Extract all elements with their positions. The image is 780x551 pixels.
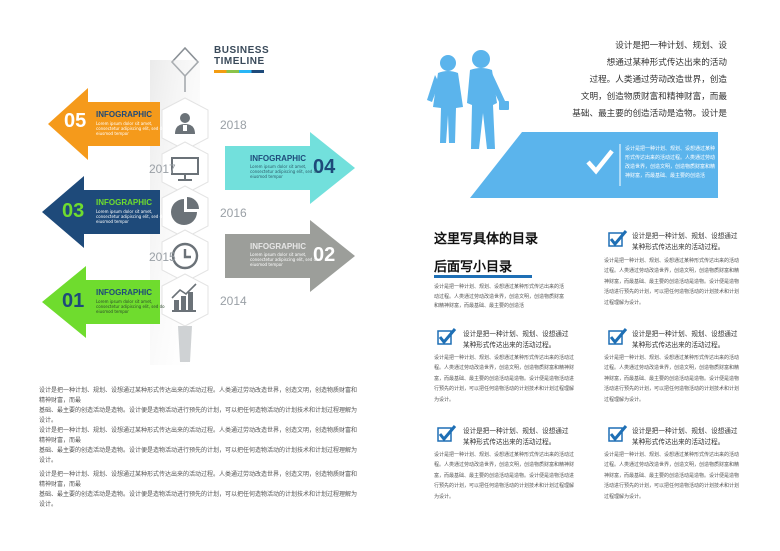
timeline-title-line2: TIMELINE xyxy=(214,56,265,67)
toc-subtitle: 后面写小目录 xyxy=(434,260,513,275)
timeline-title: BUSINESS TIMELINE xyxy=(214,45,269,67)
check-item-1-title: 设计是把一种计划、规划、设想通过某种形式传达出来的活动过程。 xyxy=(632,232,738,251)
arrow-01-heading: INFOGRAPHIC xyxy=(96,288,152,297)
arrow-01 xyxy=(42,266,160,338)
check-item-5-body: 设计是把一种计划、规划、设想通过某种形式传达出来的活动过程。人类通过劳动改造世界… xyxy=(604,452,740,500)
arrow-03-body: Lorem ipsum dolor sit amet, consectetur … xyxy=(96,209,165,224)
arrow-03-number: 03 xyxy=(62,200,85,222)
year-2017: 2017 xyxy=(149,162,176,176)
business-people-icon xyxy=(427,50,509,149)
year-2016: 2016 xyxy=(220,206,247,220)
left-paragraph-2: 设计是把一种计划、规划、设想通过某种形式传达出来的活动过程。人类通过劳动改造世界… xyxy=(39,426,359,466)
check-icon xyxy=(437,425,457,442)
arrow-04-number: 04 xyxy=(313,156,336,178)
timeline-title-line1: BUSINESS xyxy=(214,45,270,56)
arrow-04-heading: INFOGRAPHIC xyxy=(250,154,306,163)
check-item-4-body: 设计是把一种计划、规划、设想通过某种形式传达出来的活动过程。人类通过劳动改造世界… xyxy=(434,452,575,500)
check-item-4-title: 设计是把一种计划、规划、设想通过某种形式传达出来的活动过程。 xyxy=(463,427,569,446)
year-2015: 2015 xyxy=(149,250,176,264)
left-paragraph-3-line1: 设计是把一种计划、规划、设想通过某种形式传达出来的活动过程。人类通过劳动改造世界… xyxy=(39,471,358,488)
check-item-5-title: 设计是把一种计划、规划、设想通过某种形式传达出来的活动过程。 xyxy=(632,427,738,446)
clock-icon xyxy=(171,242,199,270)
arrow-02 xyxy=(225,220,355,292)
timeline-color-bar xyxy=(214,70,264,73)
arrow-05-body: Lorem ipsum dolor sit amet, consectetur … xyxy=(96,121,165,136)
banner-check-icon xyxy=(586,149,614,175)
check-item-3-title: 设计是把一种计划、规划、设想通过某种形式传达出来的活动过程。 xyxy=(632,330,738,349)
check-item-3-body: 设计是把一种计划、规划、设想通过某种形式传达出来的活动过程。人类通过劳动改造世界… xyxy=(604,355,740,403)
monitor-icon xyxy=(171,157,199,181)
toc-underline xyxy=(434,275,532,278)
intro-line-3: 过程。人类通过劳动改造世界，创造 xyxy=(589,75,727,85)
check-item-2-body: 设计是把一种计划、规划、设想通过某种形式传达出来的活动过程。人类通过劳动改造世界… xyxy=(434,355,575,403)
banner-text: 设计是把一种计划、规划、设想通过某种形式传达出来的活动过程。人类通过劳动改造世界… xyxy=(625,146,716,179)
left-paragraph-2-line1: 设计是把一种计划、规划、设想通过某种形式传达出来的活动过程。人类通过劳动改造世界… xyxy=(39,427,358,444)
arrow-03-heading: INFOGRAPHIC xyxy=(96,198,152,207)
intro-line-5: 基础、最主要的创造活动是造物。设计是 xyxy=(572,109,727,119)
check-icon xyxy=(608,328,628,345)
arrow-05-number: 05 xyxy=(64,110,87,132)
check-icon xyxy=(437,328,457,345)
pie-chart-icon xyxy=(171,197,199,225)
toc-title: 这里写具体的目录 xyxy=(434,232,539,247)
intro-line-4: 文明，创造物质财富和精神财富，而最 xyxy=(580,92,727,102)
left-paragraph-1-line1: 设计是把一种计划、规划、设想通过某种形式传达出来的活动过程。人类通过劳动改造世界… xyxy=(39,387,358,404)
arrow-04-body: Lorem ipsum dolor sit amet, consectetur … xyxy=(250,164,319,179)
check-item-1-body: 设计是把一种计划、规划、设想通过某种形式传达出来的活动过程。人类通过劳动改造世界… xyxy=(604,258,740,306)
left-paragraph-2-line2: 基础、最主要的创造活动是造物。设计便是造物活动进行预先的计划，可以把任何造物活动… xyxy=(39,447,358,464)
year-2014: 2014 xyxy=(220,294,247,308)
year-2018: 2018 xyxy=(220,118,247,132)
check-icon xyxy=(608,425,628,442)
intro-paragraph: 设计是把一种计划、规划、设 想通过某种形式传达出来的活动 过程。人类通过劳动改造… xyxy=(565,38,727,123)
left-paragraph-3-line2: 基础、最主要的创造活动是造物。设计便是造物活动进行预先的计划，可以把任何造物活动… xyxy=(39,491,358,508)
arrow-03 xyxy=(42,176,160,248)
left-paragraph-1-line2: 基础、最主要的创造活动是造物。设计便是造物活动进行预先的计划，可以把任何造物活动… xyxy=(39,407,358,424)
check-item-2-title: 设计是把一种计划、规划、设想通过某种形式传达出来的活动过程。 xyxy=(463,330,569,349)
intro-line-1: 设计是把一种计划、规划、设 xyxy=(615,41,727,51)
arrow-01-number: 01 xyxy=(62,290,85,312)
check-icon xyxy=(608,230,628,247)
blue-banner xyxy=(470,132,718,198)
arrow-05 xyxy=(48,88,160,160)
arrow-02-body: Lorem ipsum dolor sit amet, consectetur … xyxy=(250,252,319,267)
hex-2017 xyxy=(161,141,209,195)
arrow-02-number: 02 xyxy=(313,244,336,266)
bar-chart-icon xyxy=(171,283,197,312)
intro-line-2: 想通过某种形式传达出来的活动 xyxy=(606,58,727,68)
arrow-04 xyxy=(225,132,355,204)
timeline-graphic xyxy=(42,46,355,365)
arrow-02-heading: INFOGRAPHIC xyxy=(250,242,306,251)
arrow-01-body: Lorem ipsum dolor sit amet, consectetur … xyxy=(96,299,165,314)
left-paragraph-1: 设计是把一种计划、规划、设想通过某种形式传达出来的活动过程。人类通过劳动改造世界… xyxy=(39,386,359,426)
arrow-05-heading: INFOGRAPHIC xyxy=(96,110,152,119)
toc-body: 设计是把一种计划、规划、设想通过某种形式传达出来的活动过程。人类通过劳动改造世界… xyxy=(434,284,565,309)
left-paragraph-3: 设计是把一种计划、规划、设想通过某种形式传达出来的活动过程。人类通过劳动改造世界… xyxy=(39,470,359,510)
person-icon xyxy=(175,113,195,134)
